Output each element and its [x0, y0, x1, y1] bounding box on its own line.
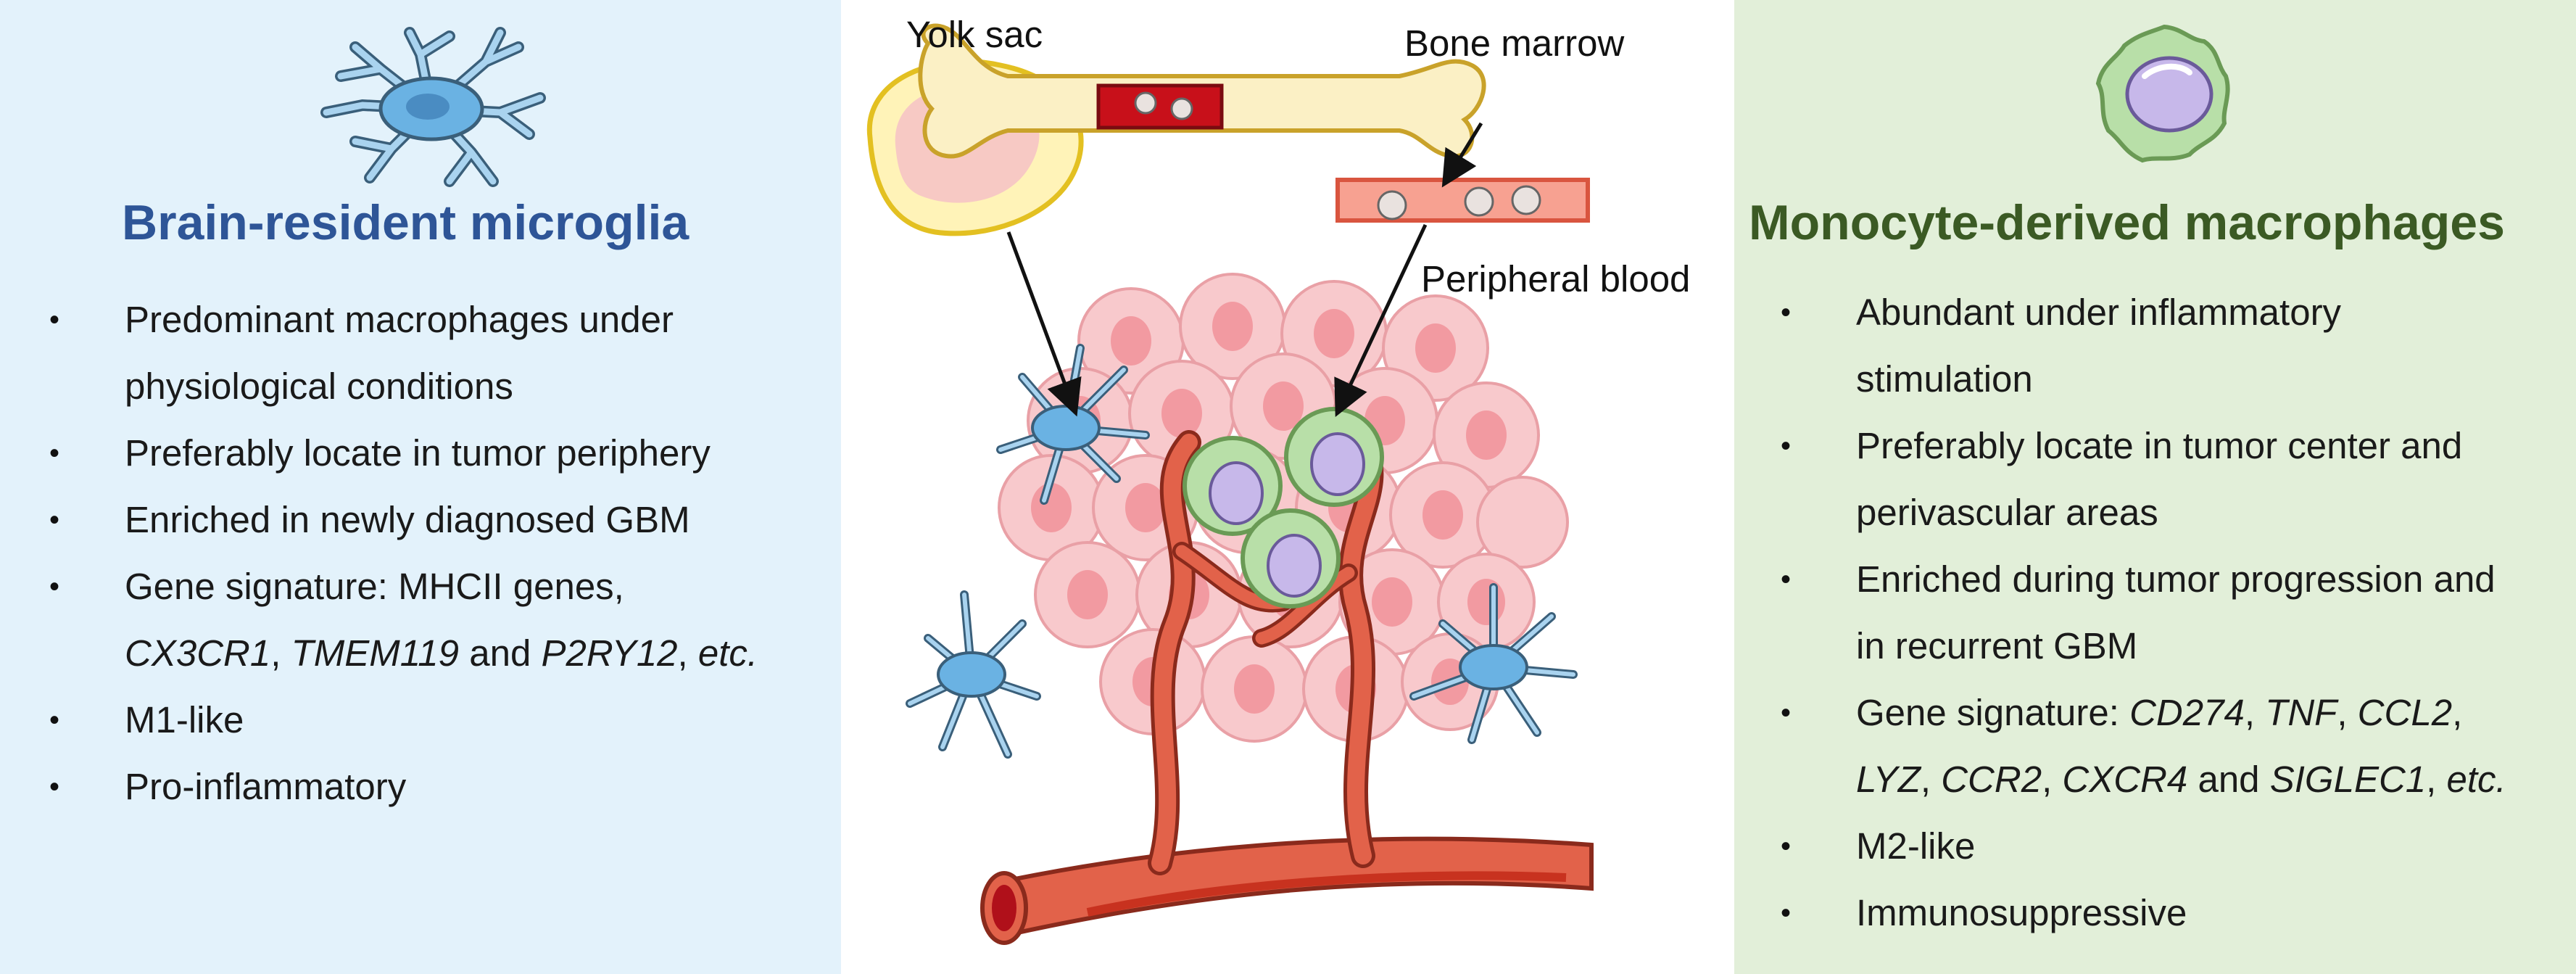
- macrophage-cell-icon: [2095, 24, 2230, 163]
- microglia-bullet-text: physiological conditions: [125, 366, 513, 407]
- macrophage-bullet-text: perivascular areas: [1856, 492, 2158, 533]
- macrophage-features-list: Abundant under inflammatory stimulationPr…: [1781, 279, 2564, 946]
- microglia-bullet-text: CX3CR1, TMEM119 and P2RY12, etc.: [125, 632, 758, 674]
- macrophage-bullet-text: stimulation: [1856, 358, 2033, 400]
- macrophage-bullet-text: Gene signature: CD274, TNF, CCL2,: [1856, 692, 2463, 733]
- macrophage-bullet-text: Enriched during tumor progression and: [1856, 558, 2496, 600]
- macrophage-bullet-text: LYZ, CCR2, CXCR4 and SIGLEC1, etc.: [1856, 759, 2506, 800]
- macrophage-bullet-4: Gene signature: CD274, TNF, CCL2, LYZ, CC…: [1781, 680, 2564, 813]
- microglia-bullet-1: Predominant macrophages under physiologic…: [49, 286, 832, 420]
- origin-diagram: Yolk sac Bone marrow Peripheral blood: [841, 0, 1734, 974]
- microglia-title: Brain-resident microglia: [122, 195, 689, 250]
- microglia-bullet-text: Predominant macrophages under: [125, 299, 674, 340]
- macrophage-bullet-6: Immunosuppressive: [1781, 880, 2564, 946]
- macrophage-bullet-text: M2-like: [1856, 825, 1976, 867]
- microglia-bullet-text: M1-like: [125, 699, 244, 740]
- microglia-bullet-6: Pro-inflammatory: [49, 754, 832, 820]
- microglia-bullet-3: Enriched in newly diagnosed GBM: [49, 487, 832, 553]
- microglia-bullet-5: M1-like: [49, 687, 832, 754]
- microglia-cell-icon: [906, 344, 1578, 759]
- bone-icon: [918, 23, 1486, 159]
- macrophage-bullet-2: Preferably locate in tumor center and per…: [1781, 413, 2564, 546]
- microglia-bullet-text: Preferably locate in tumor periphery: [125, 432, 711, 474]
- blood-vessel-icon: [1335, 178, 1590, 223]
- macrophage-bullet-text: Preferably locate in tumor center and: [1856, 425, 2463, 466]
- peripheral-blood-label: Peripheral blood: [1421, 258, 1691, 300]
- microglia-panel: Brain-resident microglia Predominant mac…: [0, 0, 841, 974]
- microglia-cell-icon: [320, 27, 546, 187]
- macrophage-bullet-3: Enriched during tumor progression and in …: [1781, 546, 2564, 680]
- microglia-bullet-4: Gene signature: MHCII genes, CX3CR1, TMEM…: [49, 553, 832, 687]
- microglia-bullet-text: Enriched in newly diagnosed GBM: [125, 499, 690, 540]
- macrophage-title: Monocyte-derived macrophages: [1749, 195, 2505, 250]
- blood-vessel-icon: [980, 430, 1594, 945]
- macrophage-panel: Monocyte-derived macrophages Abundant un…: [1734, 0, 2576, 974]
- macrophage-bullet-text: in recurrent GBM: [1856, 625, 2138, 666]
- microglia-bullet-2: Preferably locate in tumor periphery: [49, 420, 832, 487]
- microglia-bullet-text: Gene signature: MHCII genes,: [125, 566, 624, 607]
- macrophage-cell-icon: [1183, 407, 1384, 608]
- yolk-sac-label: Yolk sac: [906, 14, 1043, 55]
- macrophage-bullet-text: Immunosuppressive: [1856, 892, 2187, 933]
- microglia-bullet-text: Pro-inflammatory: [125, 766, 407, 807]
- bone-marrow-label: Bone marrow: [1404, 22, 1625, 64]
- microglia-features-list: Predominant macrophages under physiologic…: [49, 286, 832, 820]
- macrophage-bullet-5: M2-like: [1781, 813, 2564, 880]
- macrophage-bullet-1: Abundant under inflammatory stimulation: [1781, 279, 2564, 413]
- macrophage-bullet-text: Abundant under inflammatory: [1856, 292, 2342, 333]
